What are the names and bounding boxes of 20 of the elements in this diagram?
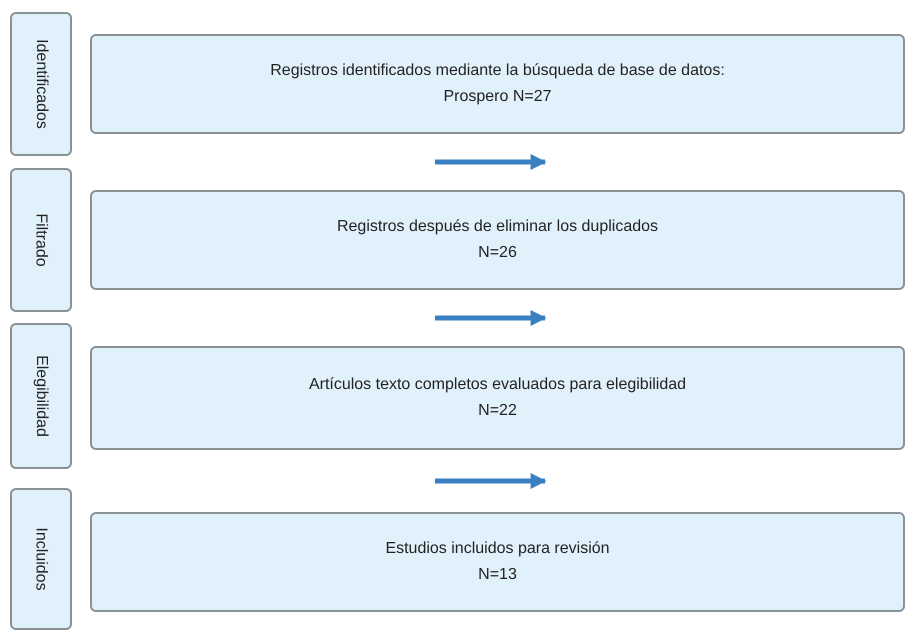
stage-label: Incluidos	[32, 527, 50, 591]
stage-tab	[10, 12, 72, 156]
process-box	[90, 512, 905, 612]
stage-tab	[10, 168, 72, 312]
process-box	[90, 34, 905, 134]
count-text: N=26	[478, 244, 517, 262]
box-text: Artículos texto completos evaluados para elegibilidad	[308, 376, 686, 394]
process-box	[90, 346, 905, 450]
count-text: N=13	[478, 566, 517, 584]
box-text: Registros después de eliminar los duplicados	[336, 218, 658, 236]
stage-tab	[10, 488, 72, 630]
stage-label: Identificados	[32, 39, 50, 129]
count-text: N=22	[478, 402, 517, 420]
stage-label: Filtrado	[32, 213, 50, 267]
box-text: Estudios incluidos para revisión	[385, 540, 610, 558]
box-text: Registros identificados mediante la búsqueda de base de datos:	[270, 62, 725, 80]
process-box	[90, 190, 905, 290]
stage-tab	[10, 323, 72, 469]
stage-label: Elegibilidad	[32, 355, 50, 437]
count-text: Prospero N=27	[443, 88, 552, 106]
